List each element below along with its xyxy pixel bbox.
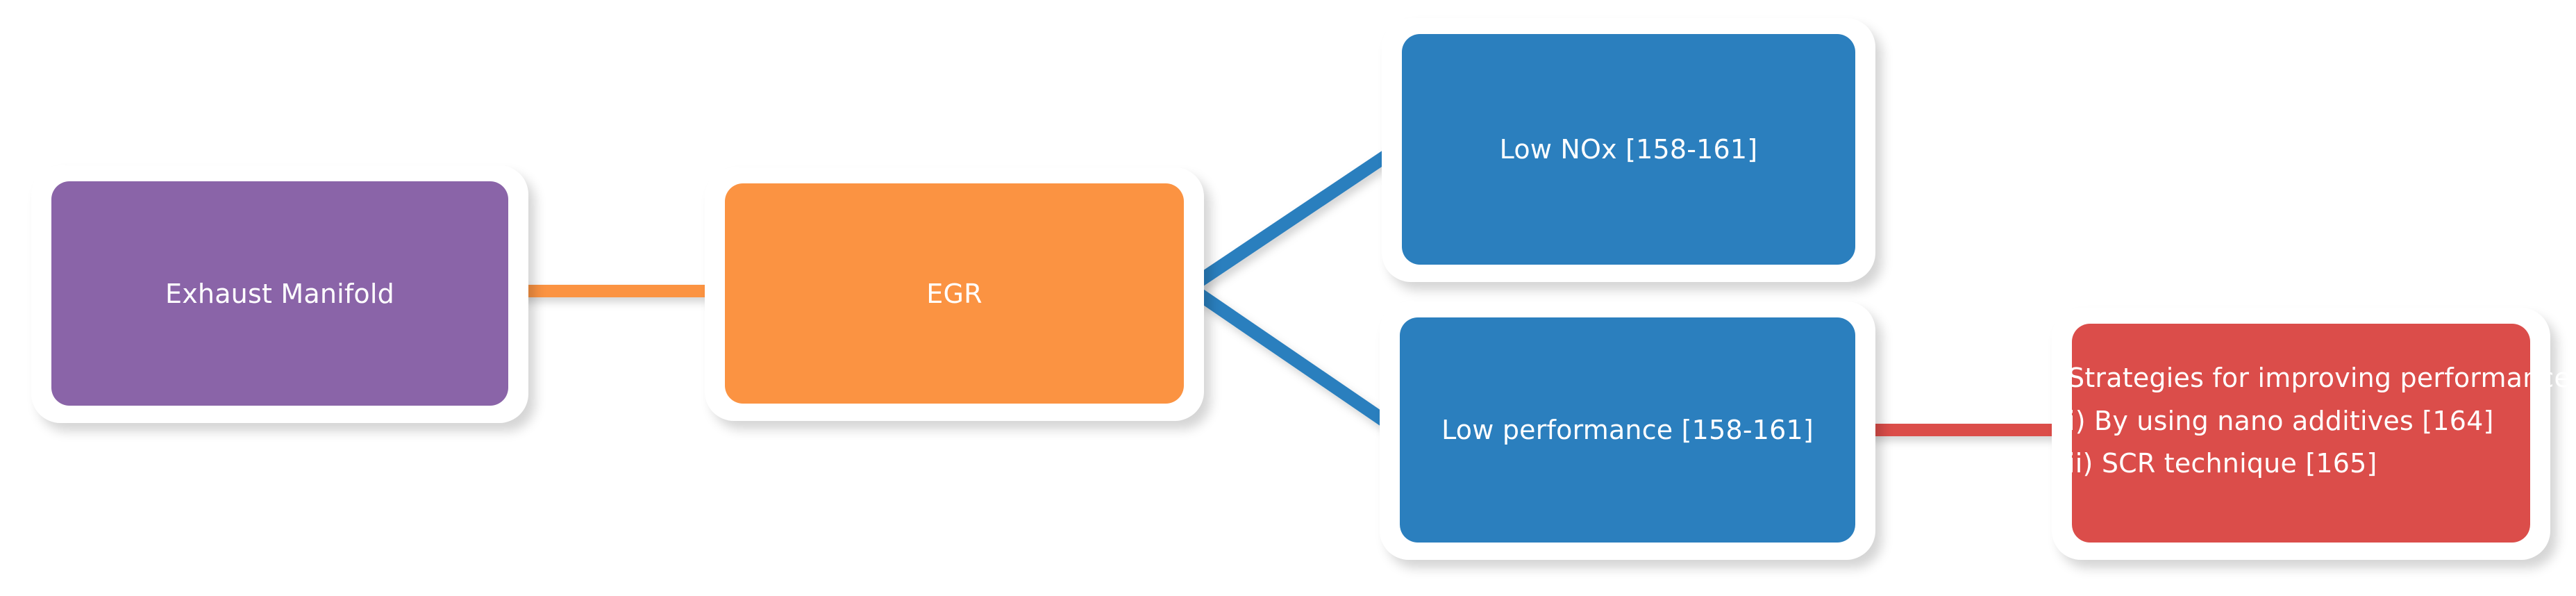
node-low-performance[interactable]: Low performance [158-161] xyxy=(1380,301,1875,560)
connector-manifold-to-egr xyxy=(517,285,708,297)
node-exhaust-manifold[interactable]: Exhaust Manifold xyxy=(31,165,528,423)
connector-egr-branch xyxy=(1178,147,1395,431)
node-low-nox-label: Low NOx [158-161] xyxy=(1499,134,1758,165)
node-strategies[interactable]: Strategies for improving performance i) … xyxy=(2052,308,2570,560)
connector-performance-to-strategies xyxy=(1866,424,2057,436)
node-low-performance-fill: Low performance [158-161] xyxy=(1400,317,1855,543)
node-exhaust-manifold-label: Exhaust Manifold xyxy=(165,278,394,309)
node-strategies-fill: Strategies for improving performance i) … xyxy=(2068,324,2570,543)
node-low-nox[interactable]: Low NOx [158-161] xyxy=(1382,18,1875,282)
node-egr-fill: EGR xyxy=(725,183,1184,404)
node-low-nox-fill: Low NOx [158-161] xyxy=(1402,34,1855,265)
node-strategies-label: Strategies for improving performance i) … xyxy=(2068,363,2571,479)
node-exhaust-manifold-fill: Exhaust Manifold xyxy=(51,181,508,406)
node-low-performance-label: Low performance [158-161] xyxy=(1441,415,1814,445)
node-egr[interactable]: EGR xyxy=(705,167,1204,421)
node-egr-label: EGR xyxy=(926,278,982,309)
